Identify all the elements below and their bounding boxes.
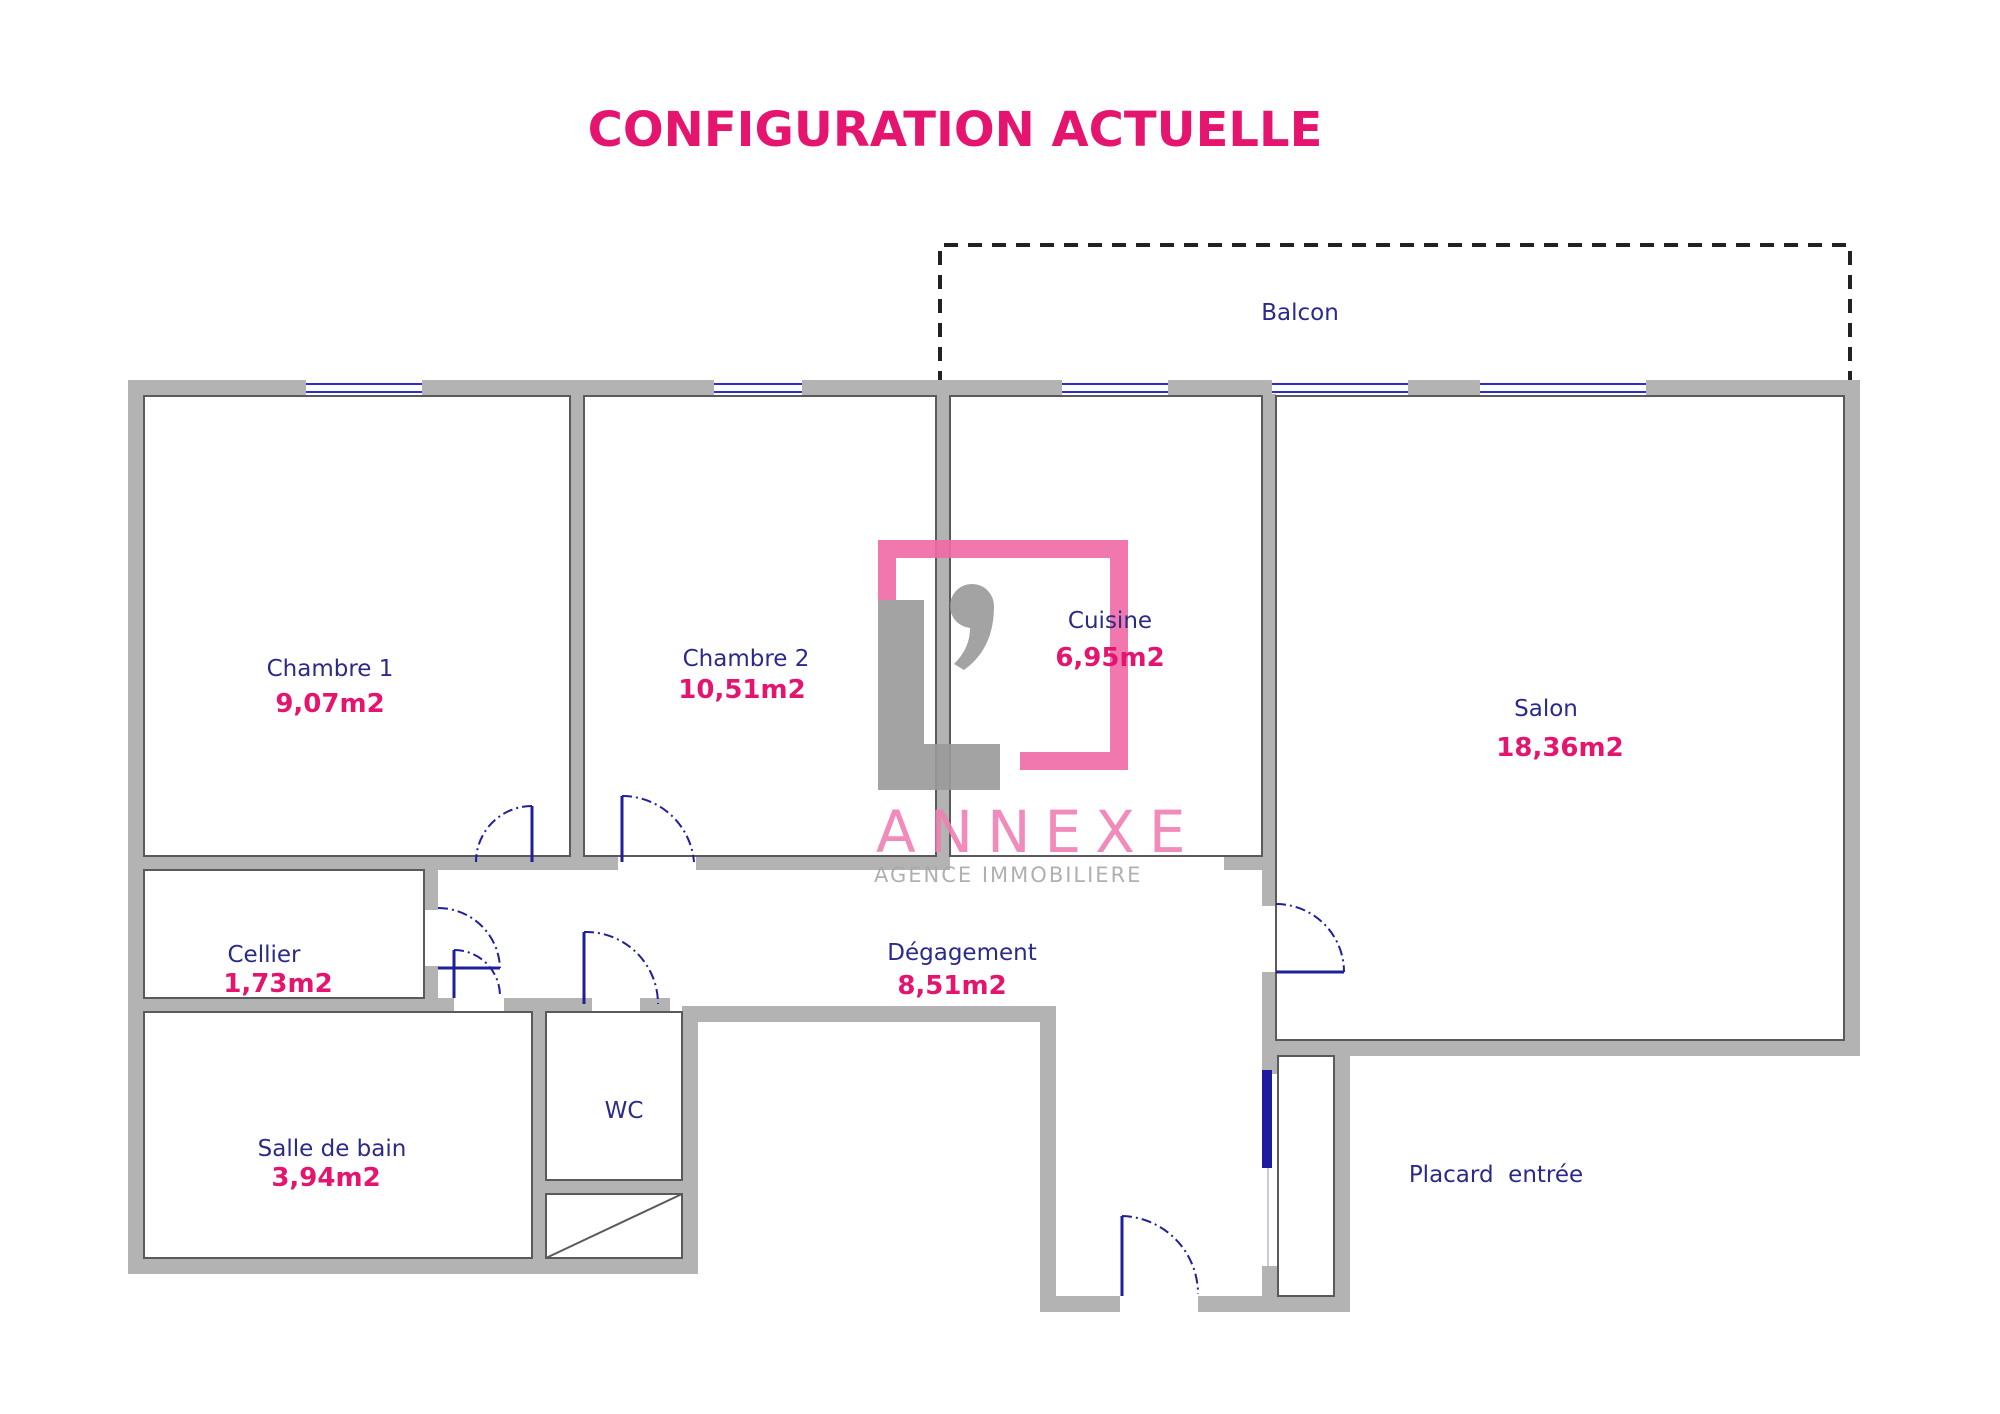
room-area-chambre1: 9,07m2: [275, 689, 384, 719]
logo-name: ANNEXE: [876, 798, 1199, 866]
room-label-salle-de-bain: Salle de bain: [258, 1136, 407, 1162]
room-label-chambre1: Chambre 1: [267, 656, 394, 682]
room-area-salle-de-bain: 3,94m2: [271, 1163, 380, 1193]
room-label-wc: WC: [605, 1098, 644, 1124]
agency-logo: ANNEXE AGENCE IMMOBILIERE: [874, 540, 1199, 887]
room-area-cuisine: 6,95m2: [1055, 643, 1164, 673]
room-area-chambre2: 10,51m2: [678, 675, 805, 705]
room-label-salon: Salon: [1514, 696, 1578, 722]
room-area-salon: 18,36m2: [1496, 733, 1623, 763]
room-label-balcon: Balcon: [1261, 300, 1339, 326]
walls: [128, 380, 1860, 1312]
room-label-chambre2: Chambre 2: [683, 646, 810, 672]
balcony-outline: [938, 243, 1852, 385]
wall-outlines: [143, 395, 1845, 1297]
page-title: CONFIGURATION ACTUELLE: [587, 102, 1323, 158]
room-label-cellier: Cellier: [228, 942, 302, 968]
room-area-degagement: 8,51m2: [897, 971, 1006, 1001]
doors: [437, 794, 1345, 1296]
logo-tagline: AGENCE IMMOBILIERE: [874, 863, 1142, 887]
room-label-placard: Placard entrée: [1409, 1162, 1583, 1188]
room-label-degagement: Dégagement: [887, 940, 1036, 966]
windows: [306, 383, 1646, 1266]
room-label-cuisine: Cuisine: [1068, 608, 1152, 634]
room-area-cellier: 1,73m2: [223, 969, 332, 999]
room-labels: Balcon Chambre 1 9,07m2 Chambre 2 10,51m…: [223, 300, 1623, 1193]
